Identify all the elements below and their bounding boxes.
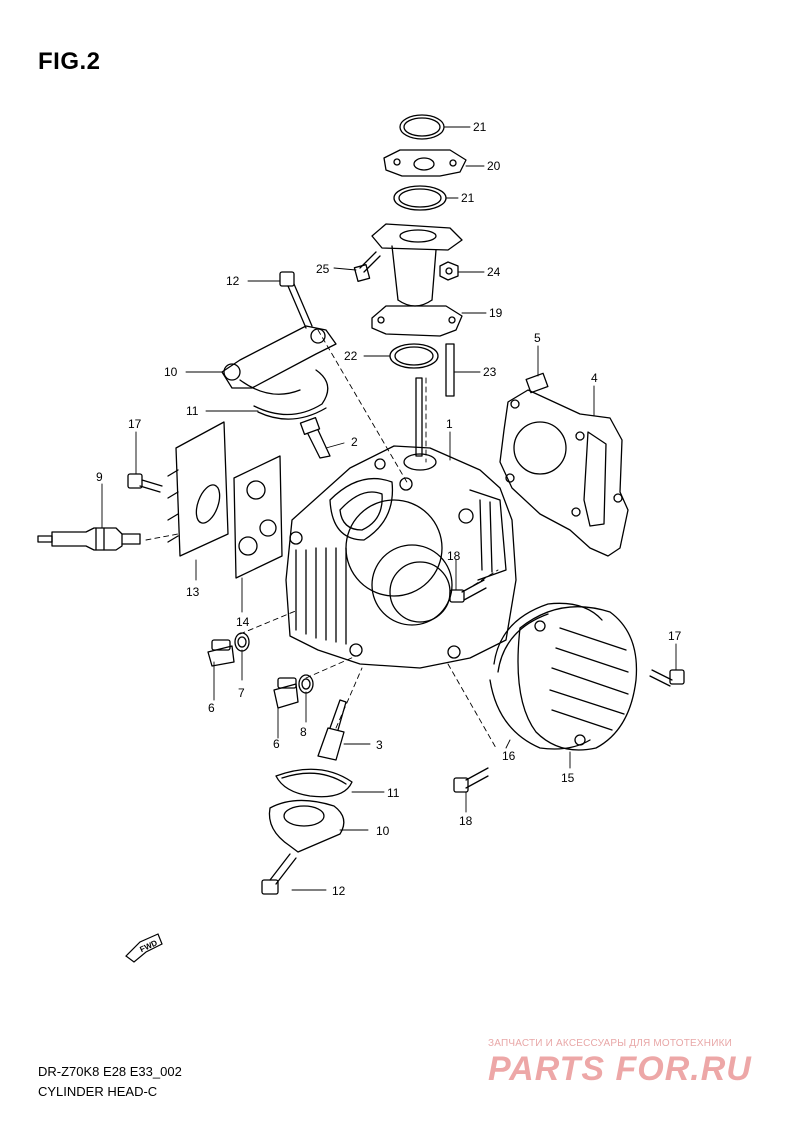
callout-24: 24 <box>487 265 501 279</box>
callout-3: 3 <box>376 738 383 752</box>
part-cap-6-lower <box>273 677 299 709</box>
callout-2: 2 <box>351 435 358 449</box>
part-valve-cover-10-lower <box>268 799 345 853</box>
part-insulator-20 <box>383 149 467 177</box>
watermark-logo: PARTS FOR.RU <box>488 1050 752 1088</box>
part-bolt-17-left <box>127 473 163 493</box>
callout-11-lower: 11 <box>387 786 400 800</box>
part-gasket-14 <box>233 455 283 579</box>
part-o-ring-21-lower <box>393 185 447 211</box>
callout-18-upper: 18 <box>447 549 461 563</box>
part-nut-24 <box>439 261 459 281</box>
part-adjuster-3 <box>317 699 347 761</box>
part-cylinder-head-1 <box>285 377 517 669</box>
callout-16: 16 <box>502 749 516 763</box>
part-valve-cover-10-upper <box>221 325 337 395</box>
callout-15: 15 <box>561 771 575 785</box>
callout-12-lower: 12 <box>332 884 346 898</box>
part-o-ring-21-upper <box>399 114 445 140</box>
callout-4: 4 <box>591 371 598 385</box>
callout-21-upper: 21 <box>473 120 487 134</box>
assembly-guides <box>145 329 499 749</box>
part-o-ring-11-upper <box>253 369 329 420</box>
part-bolt-12-lower <box>261 853 297 895</box>
part-bolt-17-right <box>649 669 685 687</box>
callout-23: 23 <box>483 365 497 379</box>
callout-5: 5 <box>534 331 541 345</box>
callout-25: 25 <box>316 262 330 276</box>
callout-8: 8 <box>300 725 307 739</box>
callout-10-lower: 10 <box>376 824 390 838</box>
leader-lines <box>101 126 677 891</box>
part-gasket-4 <box>499 389 629 557</box>
part-bolt-12-upper <box>279 271 313 329</box>
callout-10-upper: 10 <box>164 365 178 379</box>
part-intake-pipe-19 <box>371 223 463 337</box>
part-dowel-5 <box>525 372 549 394</box>
part-gasket-16 <box>489 602 603 750</box>
part-spark-plug-9 <box>37 527 141 551</box>
callout-21-lower: 21 <box>461 191 475 205</box>
part-stud-23 <box>445 343 455 397</box>
part-bolt-18-upper <box>449 579 487 603</box>
section-title: CYLINDER HEAD-C <box>38 1084 158 1099</box>
callout-13: 13 <box>186 585 200 599</box>
fwd-arrow-icon: FWD <box>125 933 163 963</box>
callout-22: 22 <box>344 349 358 363</box>
model-code: DR-Z70K8 E28 E33_002 <box>38 1064 182 1079</box>
part-side-cover-15 <box>517 606 638 751</box>
callout-20: 20 <box>487 159 501 173</box>
part-cap-6-upper <box>207 639 235 667</box>
part-plate-13 <box>167 421 229 557</box>
part-washer-7 <box>234 632 250 652</box>
callout-17-right: 17 <box>668 629 682 643</box>
callout-14: 14 <box>236 615 250 629</box>
callout-6-upper: 6 <box>208 701 215 715</box>
watermark-tagline: ЗАПЧАСТИ И АКСЕССУАРЫ ДЛЯ МОТОТЕХНИКИ <box>488 1038 733 1049</box>
part-adjuster-2 <box>299 416 331 459</box>
figure-title: FIG.2 <box>38 48 101 75</box>
callout-17-left: 17 <box>128 417 142 431</box>
callout-19: 19 <box>489 306 503 320</box>
part-o-ring-11-lower <box>275 768 353 798</box>
callout-12-upper: 12 <box>226 274 240 288</box>
part-bolt-25 <box>353 251 381 282</box>
callout-9: 9 <box>96 470 103 484</box>
callout-7: 7 <box>238 686 245 700</box>
part-o-ring-22 <box>389 343 439 369</box>
callout-18-lower: 18 <box>459 814 473 828</box>
fwd-label: FWD <box>138 938 159 954</box>
callout-6-lower: 6 <box>273 737 280 751</box>
part-bolt-18-lower <box>453 767 489 793</box>
callout-11-upper: 11 <box>186 404 199 418</box>
callout-1: 1 <box>446 417 453 431</box>
